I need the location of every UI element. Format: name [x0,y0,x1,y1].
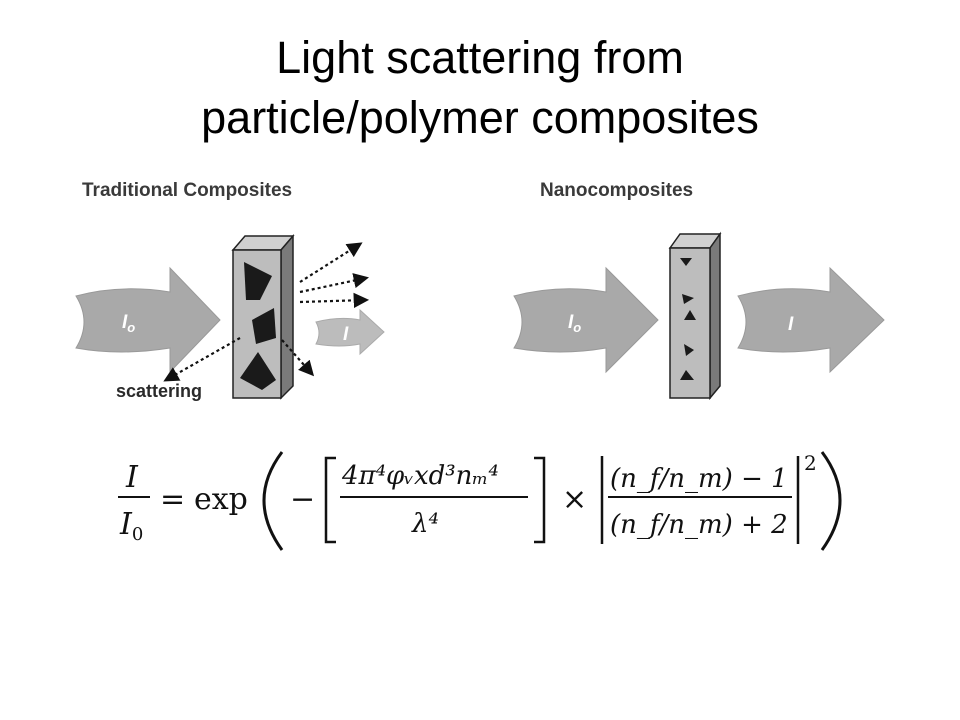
nano-particle-2 [682,294,694,304]
transmitted-light-arrow-right [737,266,885,374]
large-particle-1 [244,262,272,300]
eq-minus: − [290,482,315,517]
eq-power: 2 [804,451,817,475]
transmitted-light-arrow-left [315,308,385,356]
nano-particle-5 [680,370,694,380]
scattering-label: scattering [116,381,202,401]
transmitted-intensity-label-right: I [788,314,794,335]
incident-light-arrow-right [513,266,659,374]
traditional-composites-label: Traditional Composites [82,180,292,201]
eq-exp: exp [194,482,248,517]
eq-lhs-numerator: I [125,460,139,495]
incident-light-arrow-left [75,266,221,374]
eq-left-paren [262,451,284,551]
eq-right-paren [820,451,842,551]
large-particle-3 [240,352,276,390]
eq-left-bracket [324,456,336,544]
title-line-2: particle/polymer composites [201,92,759,143]
slide-title: Light scattering from particle/polymer c… [0,28,960,148]
large-particle-2 [252,308,276,344]
nano-particle-1 [680,258,692,266]
eq-lhs-denominator: I0 [119,507,143,545]
nanocomposite-block [668,231,722,401]
eq-equals: = [160,482,185,517]
incident-intensity-label-right: Io [568,312,581,335]
eq-fraction1-numerator: 4π⁴φᵥxd³nₘ⁴ [341,461,499,491]
nano-particle-3 [684,310,696,320]
eq-fraction2-numerator: (n_f/n_m) − 1 [610,464,788,494]
nano-particle-4 [684,344,694,356]
title-line-1: Light scattering from [276,32,684,83]
eq-times: × [562,482,587,517]
scattered-rays [163,242,370,382]
eq-fraction2-denominator: (n_f/n_m) + 2 [610,510,788,540]
transmitted-intensity-label-left: I [343,324,349,345]
nanocomposites-label: Nanocomposites [540,180,693,201]
eq-right-bracket [534,456,546,544]
eq-fraction1-denominator: λ⁴ [411,509,439,539]
scattering-equation: I I0 = exp − 4π⁴φᵥxd³nₘ⁴ λ⁴ × (n_f/n_m) … [118,451,842,551]
incident-intensity-label-left: Io [122,312,135,335]
